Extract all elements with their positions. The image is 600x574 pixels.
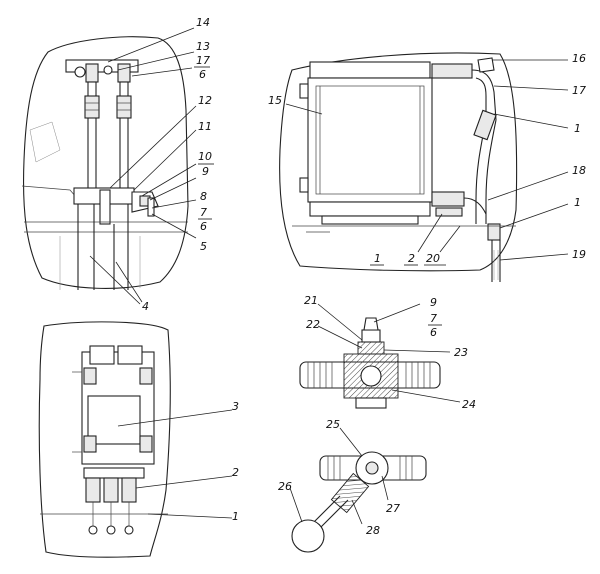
callout-18: 18 xyxy=(572,164,586,177)
callout-7-right: 7 xyxy=(430,312,437,325)
callout-2-bottom: 2 xyxy=(408,252,415,265)
view-lower-left xyxy=(38,321,233,558)
callout-6-top: 6 xyxy=(199,68,206,81)
tap-threads xyxy=(327,456,413,480)
callout-16: 16 xyxy=(572,52,586,65)
callout-27: 27 xyxy=(386,502,400,515)
callout-9-left: 9 xyxy=(202,165,209,178)
callout-4: 4 xyxy=(142,300,149,313)
callout-1-bottom: 1 xyxy=(374,252,381,265)
callout-24: 24 xyxy=(462,398,476,411)
callout-8: 8 xyxy=(200,190,207,203)
callout-3: 3 xyxy=(232,400,239,413)
valve-threads xyxy=(307,362,431,388)
callout-25: 25 xyxy=(326,418,340,431)
callout-15: 15 xyxy=(268,94,282,107)
callout-22: 22 xyxy=(306,318,320,331)
callout-6-right: 6 xyxy=(430,326,437,339)
callout-12: 12 xyxy=(198,94,212,107)
callout-2-left: 2 xyxy=(232,466,239,479)
callout-17-right: 17 xyxy=(572,84,586,97)
callout-26: 26 xyxy=(278,480,292,493)
callout-28: 28 xyxy=(366,524,380,537)
callout-7-left: 7 xyxy=(200,206,207,219)
callout-9-right: 9 xyxy=(430,296,437,309)
callout-11: 11 xyxy=(198,120,212,133)
view-upper-right xyxy=(279,52,569,282)
callout-19: 19 xyxy=(572,248,586,261)
callout-labels: 14 13 17 6 12 11 10 9 8 7 6 5 4 15 16 17… xyxy=(142,16,586,537)
callout-6-left: 6 xyxy=(200,220,207,233)
callout-1-lower: 1 xyxy=(574,196,581,209)
callout-14: 14 xyxy=(196,16,210,29)
callout-13: 13 xyxy=(196,40,210,53)
view-upper-left xyxy=(21,27,197,305)
callout-21: 21 xyxy=(304,294,318,307)
view-valve-section xyxy=(299,303,461,409)
callout-5: 5 xyxy=(200,240,207,253)
callout-10: 10 xyxy=(198,150,212,163)
callout-1-upper: 1 xyxy=(574,122,581,135)
callout-17-top: 17 xyxy=(196,54,210,67)
view-tap-handle xyxy=(289,427,427,553)
callout-23: 23 xyxy=(454,346,468,359)
callout-20: 20 xyxy=(426,252,440,265)
callout-1-left: 1 xyxy=(232,510,239,523)
